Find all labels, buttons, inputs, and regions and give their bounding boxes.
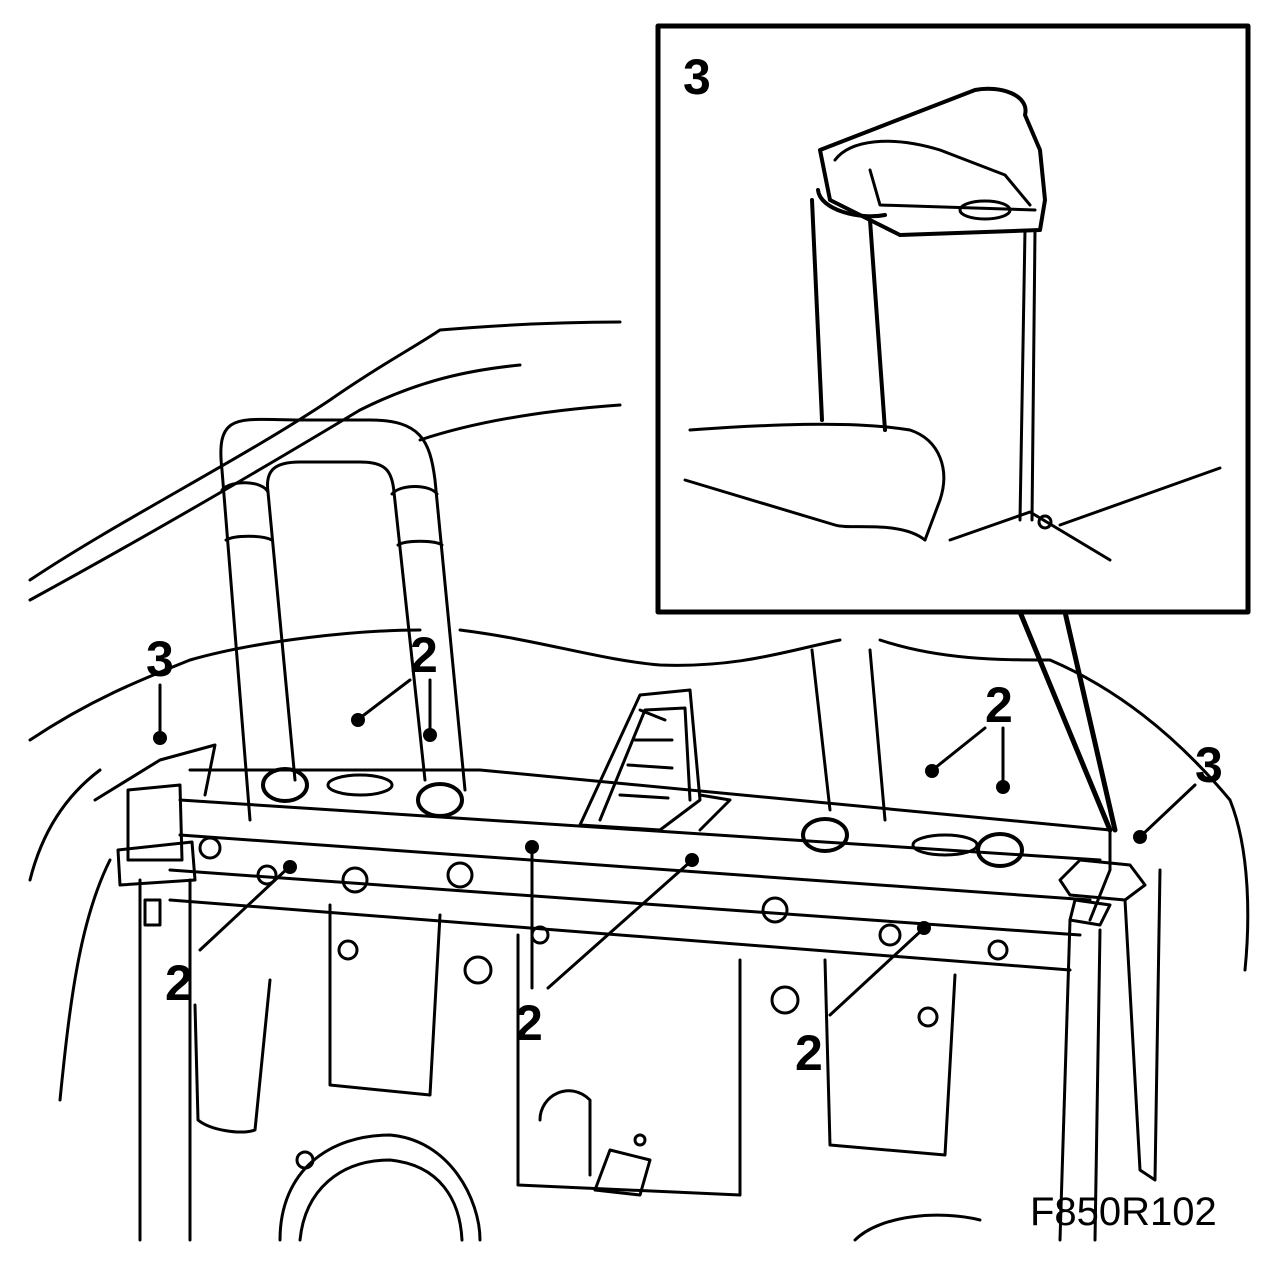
lower-panels xyxy=(193,903,982,1242)
callout-3-right: 3 xyxy=(1195,737,1223,793)
callout-dots xyxy=(153,713,1147,935)
grommets xyxy=(261,767,1024,868)
leader-lines xyxy=(158,678,1197,1017)
figure-id: F850R102 xyxy=(1030,1190,1217,1234)
panel-holes xyxy=(198,836,1009,1170)
roll-bar xyxy=(219,417,467,822)
callout-2-top-right: 2 xyxy=(985,677,1013,733)
callout-3-left: 3 xyxy=(146,631,174,687)
center-bracket xyxy=(578,688,732,832)
right-seat-belt xyxy=(1058,858,1162,1242)
inset-detail xyxy=(655,23,1251,833)
callout-2-top-left: 2 xyxy=(410,627,438,683)
callout-2-center: 2 xyxy=(515,995,543,1051)
callout-2-bottom-left: 2 xyxy=(165,955,193,1011)
callout-2-bottom-right: 2 xyxy=(795,1025,823,1081)
rear-pillar xyxy=(810,648,887,822)
cross-member xyxy=(168,768,1112,972)
left-seat-belt xyxy=(93,743,217,1242)
inset-callout-label: 3 xyxy=(683,49,711,105)
car-body-outline xyxy=(28,320,1250,1102)
